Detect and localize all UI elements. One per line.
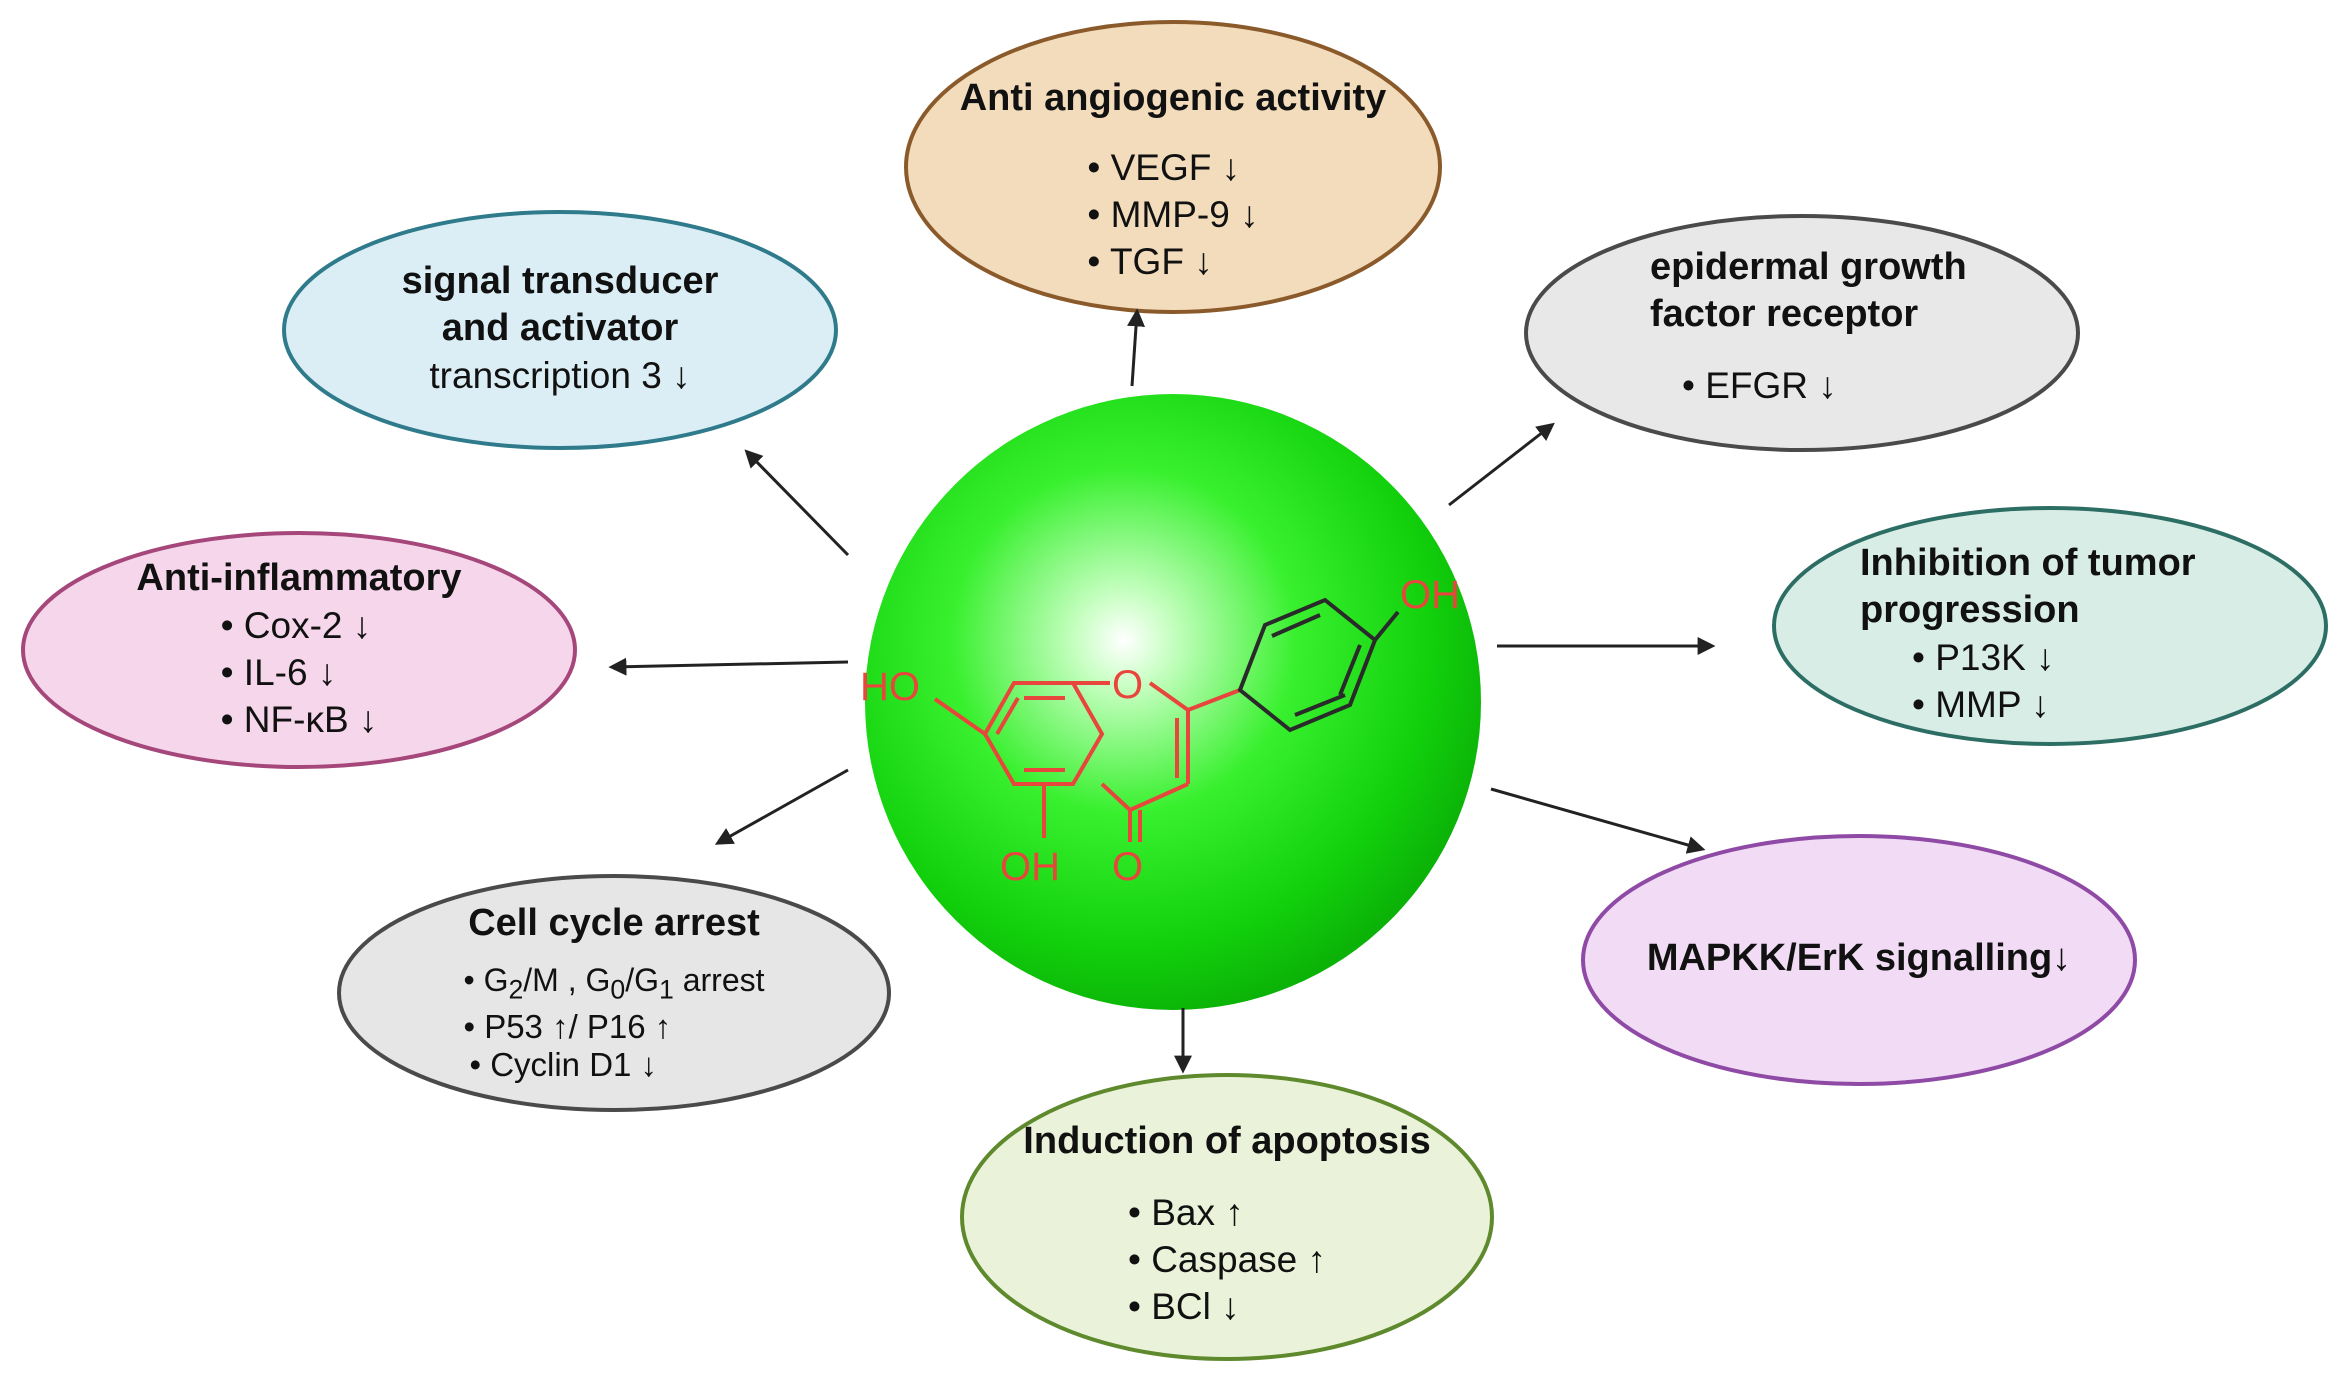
label-carbonyl-oxygen: O bbox=[1112, 845, 1143, 889]
cell-cycle-phase-item: • G2/M , G0/G1 arrest bbox=[463, 961, 764, 1008]
tumor-progression-oval bbox=[1772, 506, 2328, 746]
anti-angiogenic-oval bbox=[904, 20, 1442, 314]
anti-inflammatory-item: • Cox-2 ↓ bbox=[220, 605, 372, 646]
anti-angiogenic-node: Anti angiogenic activity • VEGF ↓ • MMP-… bbox=[906, 75, 1440, 285]
arrow-to-anti-angiogenic bbox=[1127, 308, 1146, 387]
cell-cycle-title: Cell cycle arrest bbox=[468, 902, 760, 944]
anti-inflammatory-node: Anti-inflammatory • Cox-2 ↓ • IL-6 ↓ • N… bbox=[23, 555, 575, 743]
arrow-to-mapkk bbox=[1490, 787, 1706, 854]
mapkk-oval bbox=[1581, 834, 2137, 1086]
anti-angiogenic-item: • VEGF ↓ bbox=[1087, 147, 1241, 188]
stat3-title-line1: signal transducer bbox=[401, 260, 719, 302]
anti-inflammatory-item: • NF-κB ↓ bbox=[220, 699, 378, 740]
apigenin-structure bbox=[933, 681, 1241, 842]
stat3-line3: transcription 3 ↓ bbox=[429, 355, 691, 396]
anti-inflammatory-title: Anti-inflammatory bbox=[136, 557, 462, 599]
apoptosis-oval bbox=[960, 1073, 1494, 1361]
egfr-item: • EFGR ↓ bbox=[1682, 365, 1837, 406]
arrow-to-stat3 bbox=[744, 449, 850, 557]
anti-inflammatory-list: • Cox-2 ↓ • IL-6 ↓ • NF-κB ↓ bbox=[221, 602, 378, 743]
egfr-node: epidermal growth factor receptor • EFGR … bbox=[1650, 244, 2050, 409]
egfr-title-line1: epidermal growth bbox=[1650, 246, 1967, 288]
central-sphere bbox=[865, 394, 1481, 1010]
apoptosis-node: Induction of apoptosis • Bax ↑ • Caspase… bbox=[962, 1118, 1492, 1330]
anti-inflammatory-oval bbox=[21, 531, 577, 769]
cell-cycle-item: • P53 ↑/ P16 ↑ bbox=[463, 1008, 672, 1046]
cell-cycle-item: • Cyclin D1 ↓ bbox=[469, 1046, 658, 1084]
egfr-oval bbox=[1524, 214, 2080, 452]
cell-cycle-phase-text: /G bbox=[625, 962, 659, 998]
apoptosis-item: • BCl ↓ bbox=[1127, 1286, 1240, 1327]
anti-inflammatory-item: • IL-6 ↓ bbox=[220, 652, 337, 693]
label-ring-oxygen: O bbox=[1112, 663, 1143, 707]
label-oh-5: OH bbox=[1000, 845, 1060, 889]
tumor-progression-item: • P13K ↓ bbox=[1912, 637, 2055, 678]
tumor-progression-title-line1: Inhibition of tumor bbox=[1860, 542, 2196, 584]
egfr-title-line2: factor receptor bbox=[1650, 293, 1919, 335]
molecule-labels: HO O OH OH O bbox=[860, 573, 1460, 889]
anti-angiogenic-item: • MMP-9 ↓ bbox=[1087, 194, 1259, 235]
anti-angiogenic-item: • TGF ↓ bbox=[1087, 241, 1213, 282]
arrow-to-cell-cycle bbox=[714, 768, 849, 845]
cell-cycle-list: • G2/M , G0/G1 arrest • P53 ↑/ P16 ↑ • C… bbox=[463, 961, 764, 1084]
arrow-to-anti-inflammatory bbox=[608, 657, 849, 676]
mapkk-node: MAPKK/ErK signalling↓ bbox=[1583, 935, 2135, 982]
stat3-title-line2: and activator bbox=[441, 307, 679, 349]
g2-subscript: 2 bbox=[508, 974, 524, 1005]
g0-subscript: 0 bbox=[610, 974, 626, 1005]
stat3-oval bbox=[282, 210, 838, 450]
g1-subscript: 1 bbox=[659, 974, 674, 1005]
cell-cycle-phase-text: arrest bbox=[673, 962, 765, 998]
cell-cycle-oval bbox=[337, 874, 891, 1112]
arrow-to-egfr bbox=[1448, 422, 1555, 507]
phenyl-ring bbox=[1237, 597, 1400, 733]
label-oh-4p: OH bbox=[1400, 573, 1460, 617]
tumor-progression-node: Inhibition of tumor progression • P13K ↓… bbox=[1860, 540, 2280, 728]
apoptosis-item: • Caspase ↑ bbox=[1127, 1239, 1327, 1280]
apoptosis-item: • Bax ↑ bbox=[1127, 1192, 1244, 1233]
label-ho-7: HO bbox=[860, 665, 920, 709]
cell-cycle-phase-text: /M , G bbox=[523, 962, 611, 998]
cell-cycle-phase-text: • G bbox=[463, 962, 509, 998]
mapkk-title: MAPKK/ErK signalling↓ bbox=[1646, 937, 2072, 979]
apoptosis-title: Induction of apoptosis bbox=[1023, 1120, 1431, 1162]
anti-angiogenic-title: Anti angiogenic activity bbox=[959, 77, 1387, 119]
cell-cycle-node: Cell cycle arrest • G2/M , G0/G1 arrest … bbox=[339, 900, 889, 1084]
anti-angiogenic-list: • VEGF ↓ • MMP-9 ↓ • TGF ↓ bbox=[1087, 144, 1258, 285]
apoptosis-list: • Bax ↑ • Caspase ↑ • BCl ↓ bbox=[1128, 1189, 1326, 1330]
tumor-progression-item: • MMP ↓ bbox=[1912, 684, 2050, 725]
stat3-node: signal transducer and activator transcri… bbox=[284, 258, 836, 399]
tumor-progression-title-line2: progression bbox=[1860, 589, 2080, 631]
